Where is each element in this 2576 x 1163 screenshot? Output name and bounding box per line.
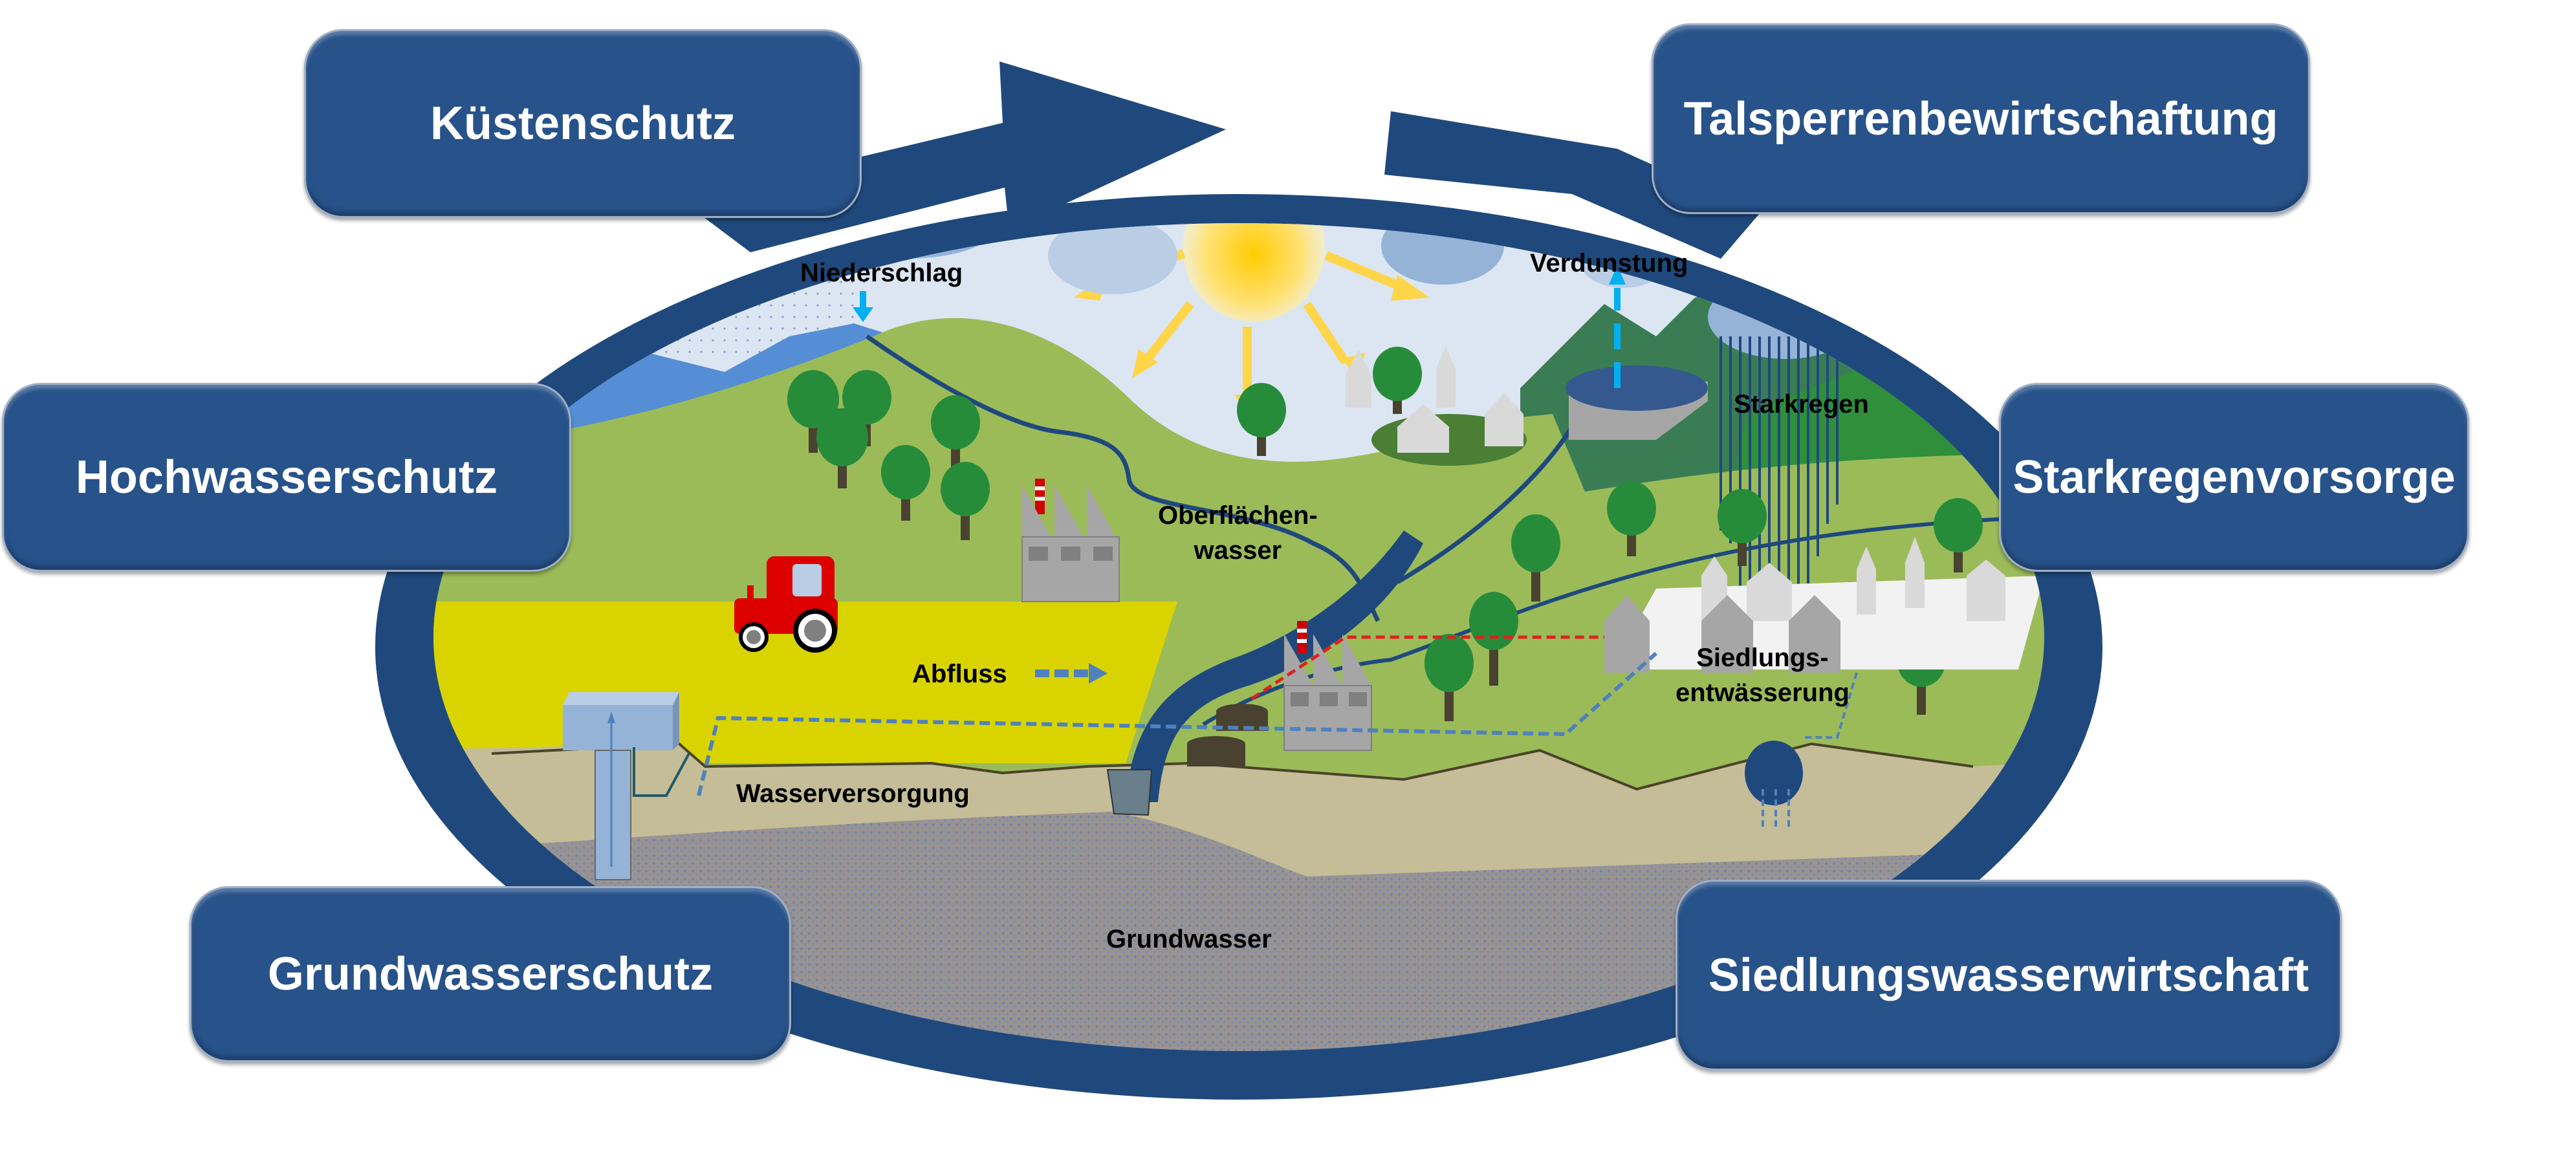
retention-pond xyxy=(1745,741,1803,805)
houses xyxy=(1701,537,2005,621)
label-grundwasser: Grundwasser xyxy=(1106,925,1272,953)
label-siedlungsentwaesserung: Siedlungs- entwässerung xyxy=(1675,640,1850,710)
runoff-arrow-icon xyxy=(1035,663,1108,684)
box-label: Starkregenvorsorge xyxy=(2013,451,2456,503)
trees xyxy=(787,347,1983,721)
box-label: Grundwasserschutz xyxy=(267,948,714,1000)
label-abfluss: Abfluss xyxy=(912,660,1007,688)
label-siedlungsentwaesserung-line1: Siedlungs- xyxy=(1696,644,1829,672)
label-niederschlag: Niederschlag xyxy=(800,259,963,287)
houses xyxy=(1604,595,1840,673)
cloud-icon xyxy=(1048,223,1177,294)
tractor-icon xyxy=(734,556,838,653)
box-label: Siedlungswasserwirtschaft xyxy=(1708,949,2309,1001)
box-grundwasserschutz[interactable]: Grundwasserschutz xyxy=(190,886,791,1062)
box-siedlungswasserwirtschaft[interactable]: Siedlungswasserwirtschaft xyxy=(1675,880,2342,1071)
factory-icon xyxy=(1187,621,1372,766)
cycle-arrow-tail xyxy=(1384,111,1760,259)
sewer-line xyxy=(1250,635,1604,701)
houses xyxy=(1346,346,1523,453)
reservoir xyxy=(1566,365,1708,440)
box-hochwasserschutz[interactable]: Hochwasserschutz xyxy=(2,383,571,572)
label-oberflaechenwasser-line1: Oberflächen- xyxy=(1158,501,1318,530)
box-label: Küstenschutz xyxy=(430,98,736,149)
label-oberflaechenwasser-line2: wasser xyxy=(1194,536,1282,565)
factory-icon xyxy=(1021,479,1120,602)
label-verdunstung: Verdunstung xyxy=(1530,249,1688,277)
evaporation-arrow-icon xyxy=(1609,265,1626,388)
water-supply-line xyxy=(697,651,1657,796)
river-outlet xyxy=(1106,769,1153,816)
label-siedlungsentwaesserung-line2: entwässerung xyxy=(1675,679,1850,707)
label-starkregen: Starkregen xyxy=(1734,390,1869,418)
box-label: Talsperrenbewirtschaftung xyxy=(1683,92,2278,145)
box-label: Hochwasserschutz xyxy=(75,451,498,503)
stream xyxy=(865,334,1381,622)
box-starkregenvorsorge[interactable]: Starkregenvorsorge xyxy=(1999,383,2469,572)
water-well-icon xyxy=(563,692,690,880)
box-talsperrenbewirtschaftung[interactable]: Talsperrenbewirtschaftung xyxy=(1652,23,2310,214)
box-kuestenschutz[interactable]: Küstenschutz xyxy=(304,29,862,218)
river xyxy=(1126,530,1423,802)
label-wasserversorgung: Wasserversorgung xyxy=(736,779,970,808)
precipitation-arrow-icon xyxy=(853,291,873,322)
label-oberflaechenwasser: Oberflächen- wasser xyxy=(1158,498,1318,568)
